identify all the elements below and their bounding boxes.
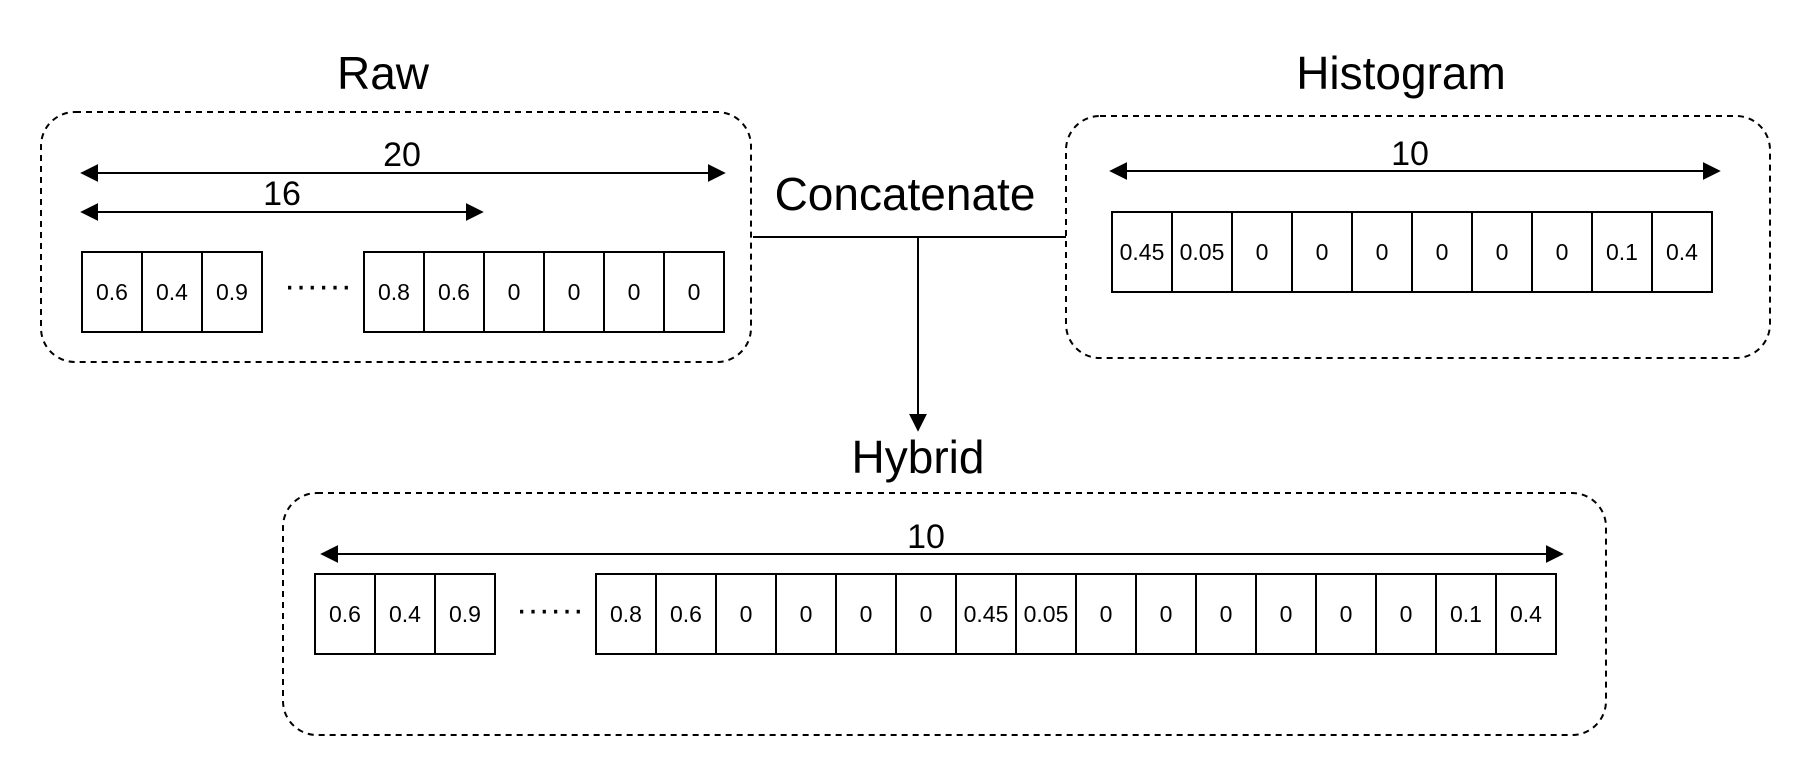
hybrid-right-cell-value: 0.45 <box>964 601 1009 627</box>
hybrid-right-cell-value: 0 <box>860 601 873 627</box>
hybrid-left-cell-value: 0.6 <box>329 601 361 627</box>
raw-dashed-container <box>40 111 752 363</box>
hybrid-right-cell-value: 0 <box>1400 601 1413 627</box>
raw-right-cell-value: 0 <box>628 279 641 305</box>
hybrid-group: Hybrid 10 0.6 0.4 0.9 ······ 0.8 0.6 0 0 0 0 0.4… <box>282 431 1607 736</box>
hybrid-right-cell-value: 0.05 <box>1024 601 1069 627</box>
concatenate-label: Concatenate <box>775 168 1036 220</box>
histogram-cell-value: 0 <box>1556 239 1569 265</box>
hybrid-right-cell-value: 0.6 <box>670 601 702 627</box>
hybrid-right-cell-value: 0.8 <box>610 601 642 627</box>
histogram-cell-value: 0.1 <box>1606 239 1638 265</box>
histogram-cell-value: 0 <box>1256 239 1269 265</box>
histogram-group: Histogram 10 0.45 0.05 0 0 0 0 0 0 0.1 0.4 <box>1065 47 1771 359</box>
raw-right-cell-value: 0 <box>568 279 581 305</box>
raw-length-inner-label: 16 <box>263 175 301 213</box>
histogram-dashed-container <box>1065 115 1771 359</box>
concatenate-connector: Concatenate <box>753 168 1066 432</box>
raw-right-cell-value: 0.6 <box>438 279 470 305</box>
histogram-cell-value: 0 <box>1316 239 1329 265</box>
hybrid-left-cell-value: 0.9 <box>449 601 481 627</box>
raw-left-cells: 0.6 0.4 0.9 <box>81 251 263 333</box>
hybrid-right-cell-value: 0.4 <box>1510 601 1542 627</box>
histogram-cell-value: 0 <box>1376 239 1389 265</box>
hybrid-right-cell-value: 0 <box>1100 601 1113 627</box>
hybrid-left-cell-box <box>434 573 496 655</box>
raw-group: Raw 20 16 0.6 0.4 0.9 ······ 0.8 0.6 0 0 0 0 <box>40 47 752 363</box>
hybrid-right-cell-value: 0 <box>920 601 933 627</box>
hybrid-title: Hybrid <box>852 431 985 483</box>
histogram-cell-value: 0.4 <box>1666 239 1698 265</box>
raw-left-cell-box <box>201 251 263 333</box>
raw-right-cells: 0.8 0.6 0 0 0 0 <box>363 251 725 333</box>
raw-right-cell-value: 0.8 <box>378 279 410 305</box>
raw-left-cell-value: 0.6 <box>96 279 128 305</box>
histogram-cell-value: 0 <box>1496 239 1509 265</box>
hybrid-length-label: 10 <box>907 518 945 556</box>
raw-right-cell-box <box>663 251 725 333</box>
raw-right-cell-value: 0 <box>508 279 521 305</box>
hybrid-right-cell-value: 0 <box>1340 601 1353 627</box>
histogram-title: Histogram <box>1296 47 1506 99</box>
raw-ellipsis: ······ <box>284 267 352 305</box>
histogram-cell-value: 0 <box>1436 239 1449 265</box>
histogram-cell-value: 0.05 <box>1180 239 1225 265</box>
histogram-cell-box <box>1651 211 1713 293</box>
hybrid-right-cells: 0.8 0.6 0 0 0 0 0.45 0.05 0 0 0 0 0 0 0.1 0.4 <box>595 573 1557 655</box>
hybrid-right-cell-value: 0 <box>1160 601 1173 627</box>
raw-title: Raw <box>337 47 430 99</box>
raw-length-outer-label: 20 <box>383 136 421 174</box>
raw-left-cell-value: 0.4 <box>156 279 188 305</box>
histogram-cell-value: 0.45 <box>1120 239 1165 265</box>
raw-right-cell-value: 0 <box>688 279 701 305</box>
hybrid-right-cell-box <box>1495 573 1557 655</box>
hybrid-right-cell-value: 0.1 <box>1450 601 1482 627</box>
histogram-cells: 0.45 0.05 0 0 0 0 0 0 0.1 0.4 <box>1111 211 1713 293</box>
hybrid-ellipsis: ······ <box>516 591 584 629</box>
histogram-length-label: 10 <box>1391 135 1429 173</box>
hybrid-left-cell-value: 0.4 <box>389 601 421 627</box>
hybrid-left-cells: 0.6 0.4 0.9 <box>314 573 496 655</box>
raw-left-cell-value: 0.9 <box>216 279 248 305</box>
hybrid-right-cell-value: 0 <box>800 601 813 627</box>
hybrid-dashed-container <box>282 492 1607 736</box>
hybrid-right-cell-value: 0 <box>1280 601 1293 627</box>
hybrid-right-cell-value: 0 <box>740 601 753 627</box>
hybrid-right-cell-value: 0 <box>1220 601 1233 627</box>
